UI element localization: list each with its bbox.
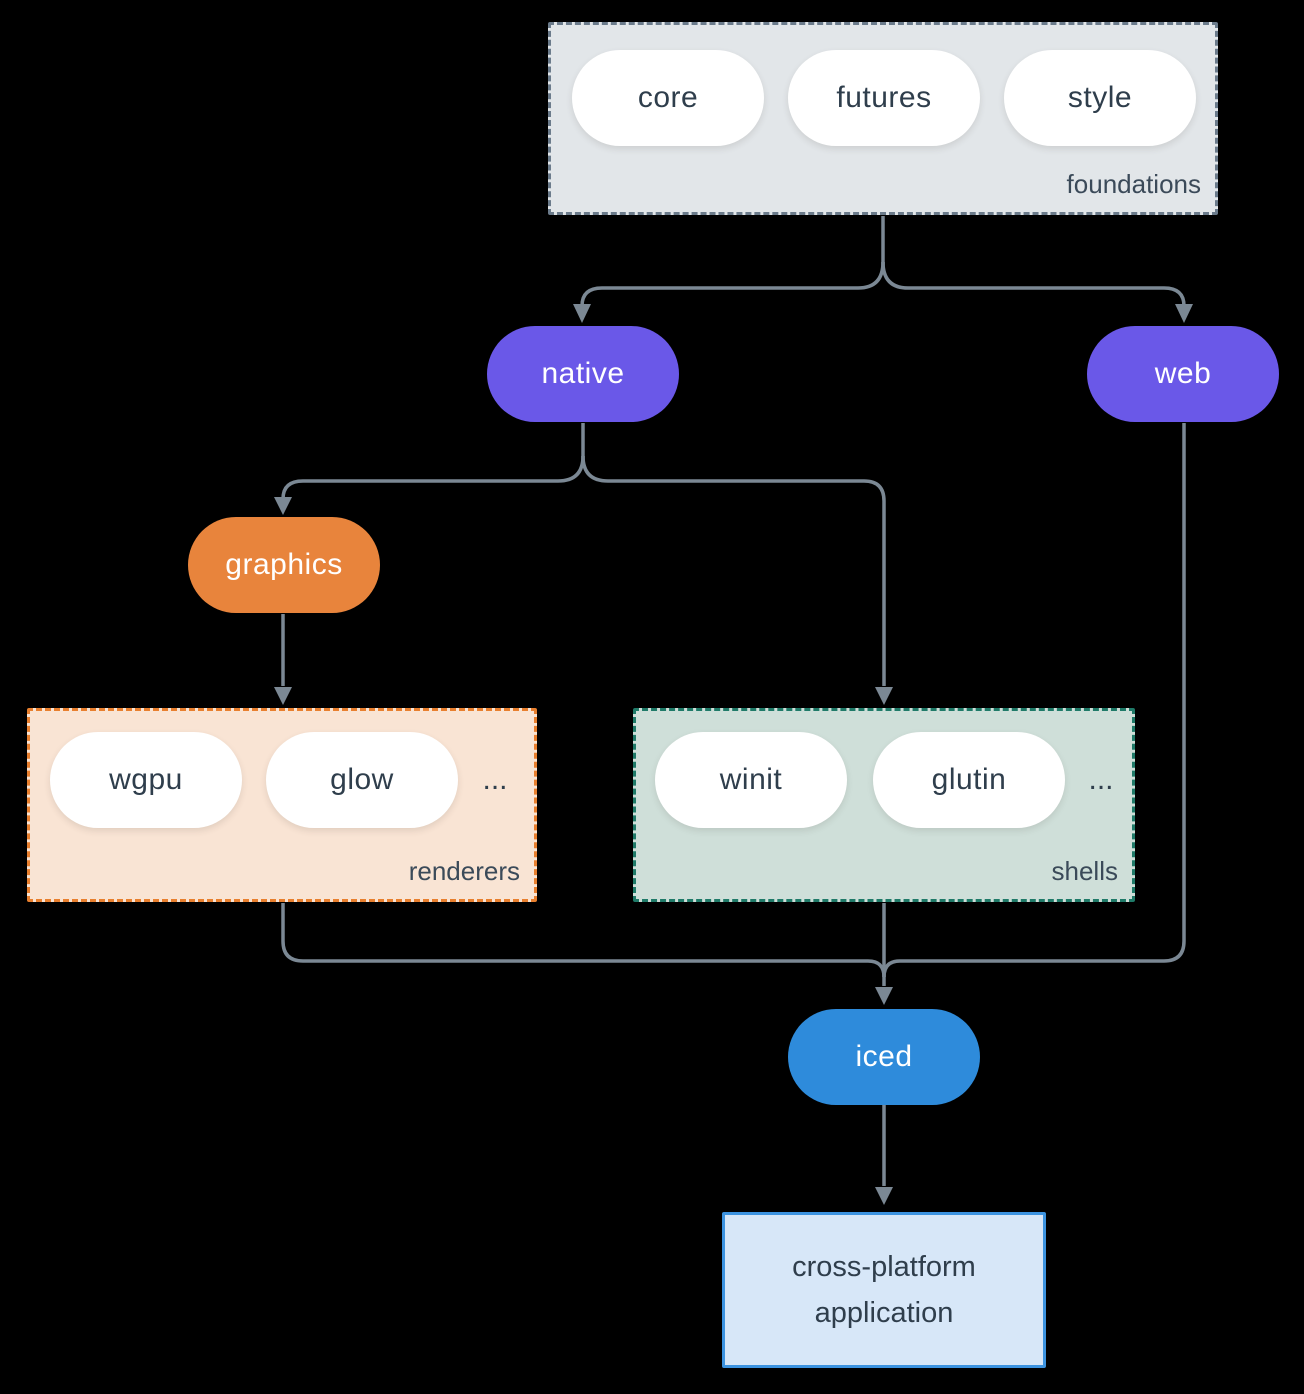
node-glow: glow	[266, 732, 458, 828]
node-futures-label: futures	[836, 81, 932, 114]
shells-ellipsis: ...	[1088, 763, 1114, 796]
node-glow-label: glow	[330, 763, 394, 796]
node-style-label: style	[1067, 81, 1133, 114]
edge-web-iced	[882, 423, 1186, 978]
node-style: style	[1004, 50, 1196, 146]
node-graphics-label: graphics	[225, 548, 343, 581]
node-native: native	[487, 326, 679, 422]
group-foundations-label: foundations	[1066, 169, 1201, 199]
group-renderers: wgpu glow ... renderers	[27, 708, 537, 902]
node-native-label: native	[541, 357, 625, 390]
node-wgpu-label: wgpu	[109, 763, 183, 796]
node-winit: winit	[655, 732, 847, 828]
renderers-ellipsis: ...	[482, 763, 508, 796]
arrowhead-native	[573, 304, 591, 323]
node-winit-label: winit	[719, 763, 783, 796]
edge-native-graphics	[281, 455, 585, 500]
node-web-label: web	[1154, 357, 1212, 390]
arrowhead-graphics	[274, 497, 292, 515]
node-core-label: core	[637, 81, 699, 114]
node-wgpu: wgpu	[50, 732, 242, 828]
application-label-line1: cross-platform	[792, 1251, 976, 1283]
application-label-line2: application	[814, 1297, 954, 1329]
edge-native-shells	[581, 455, 886, 686]
node-futures: futures	[788, 50, 980, 146]
node-iced-label: iced	[855, 1040, 913, 1073]
edge-foundations-web	[881, 261, 1186, 307]
edge-foundations-native	[580, 261, 885, 307]
node-core: core	[572, 50, 764, 146]
node-glutin-label: glutin	[931, 763, 1007, 796]
edge-renderers-iced	[281, 903, 886, 978]
node-graphics: graphics	[188, 517, 380, 613]
arrowhead-web	[1175, 304, 1193, 323]
node-iced: iced	[788, 1009, 980, 1105]
arrowhead-application	[875, 1187, 893, 1205]
group-foundations: core futures style foundations	[548, 22, 1218, 215]
node-cross-platform-application: cross-platform application	[722, 1212, 1046, 1368]
arrowhead-shells	[875, 687, 893, 705]
arrowhead-renderers	[274, 687, 292, 705]
node-web: web	[1087, 326, 1279, 422]
group-shells-label: shells	[1051, 856, 1118, 886]
group-renderers-label: renderers	[408, 856, 520, 886]
node-glutin: glutin	[873, 732, 1065, 828]
arrowhead-iced	[875, 987, 893, 1005]
group-shells: winit glutin ... shells	[633, 708, 1135, 902]
